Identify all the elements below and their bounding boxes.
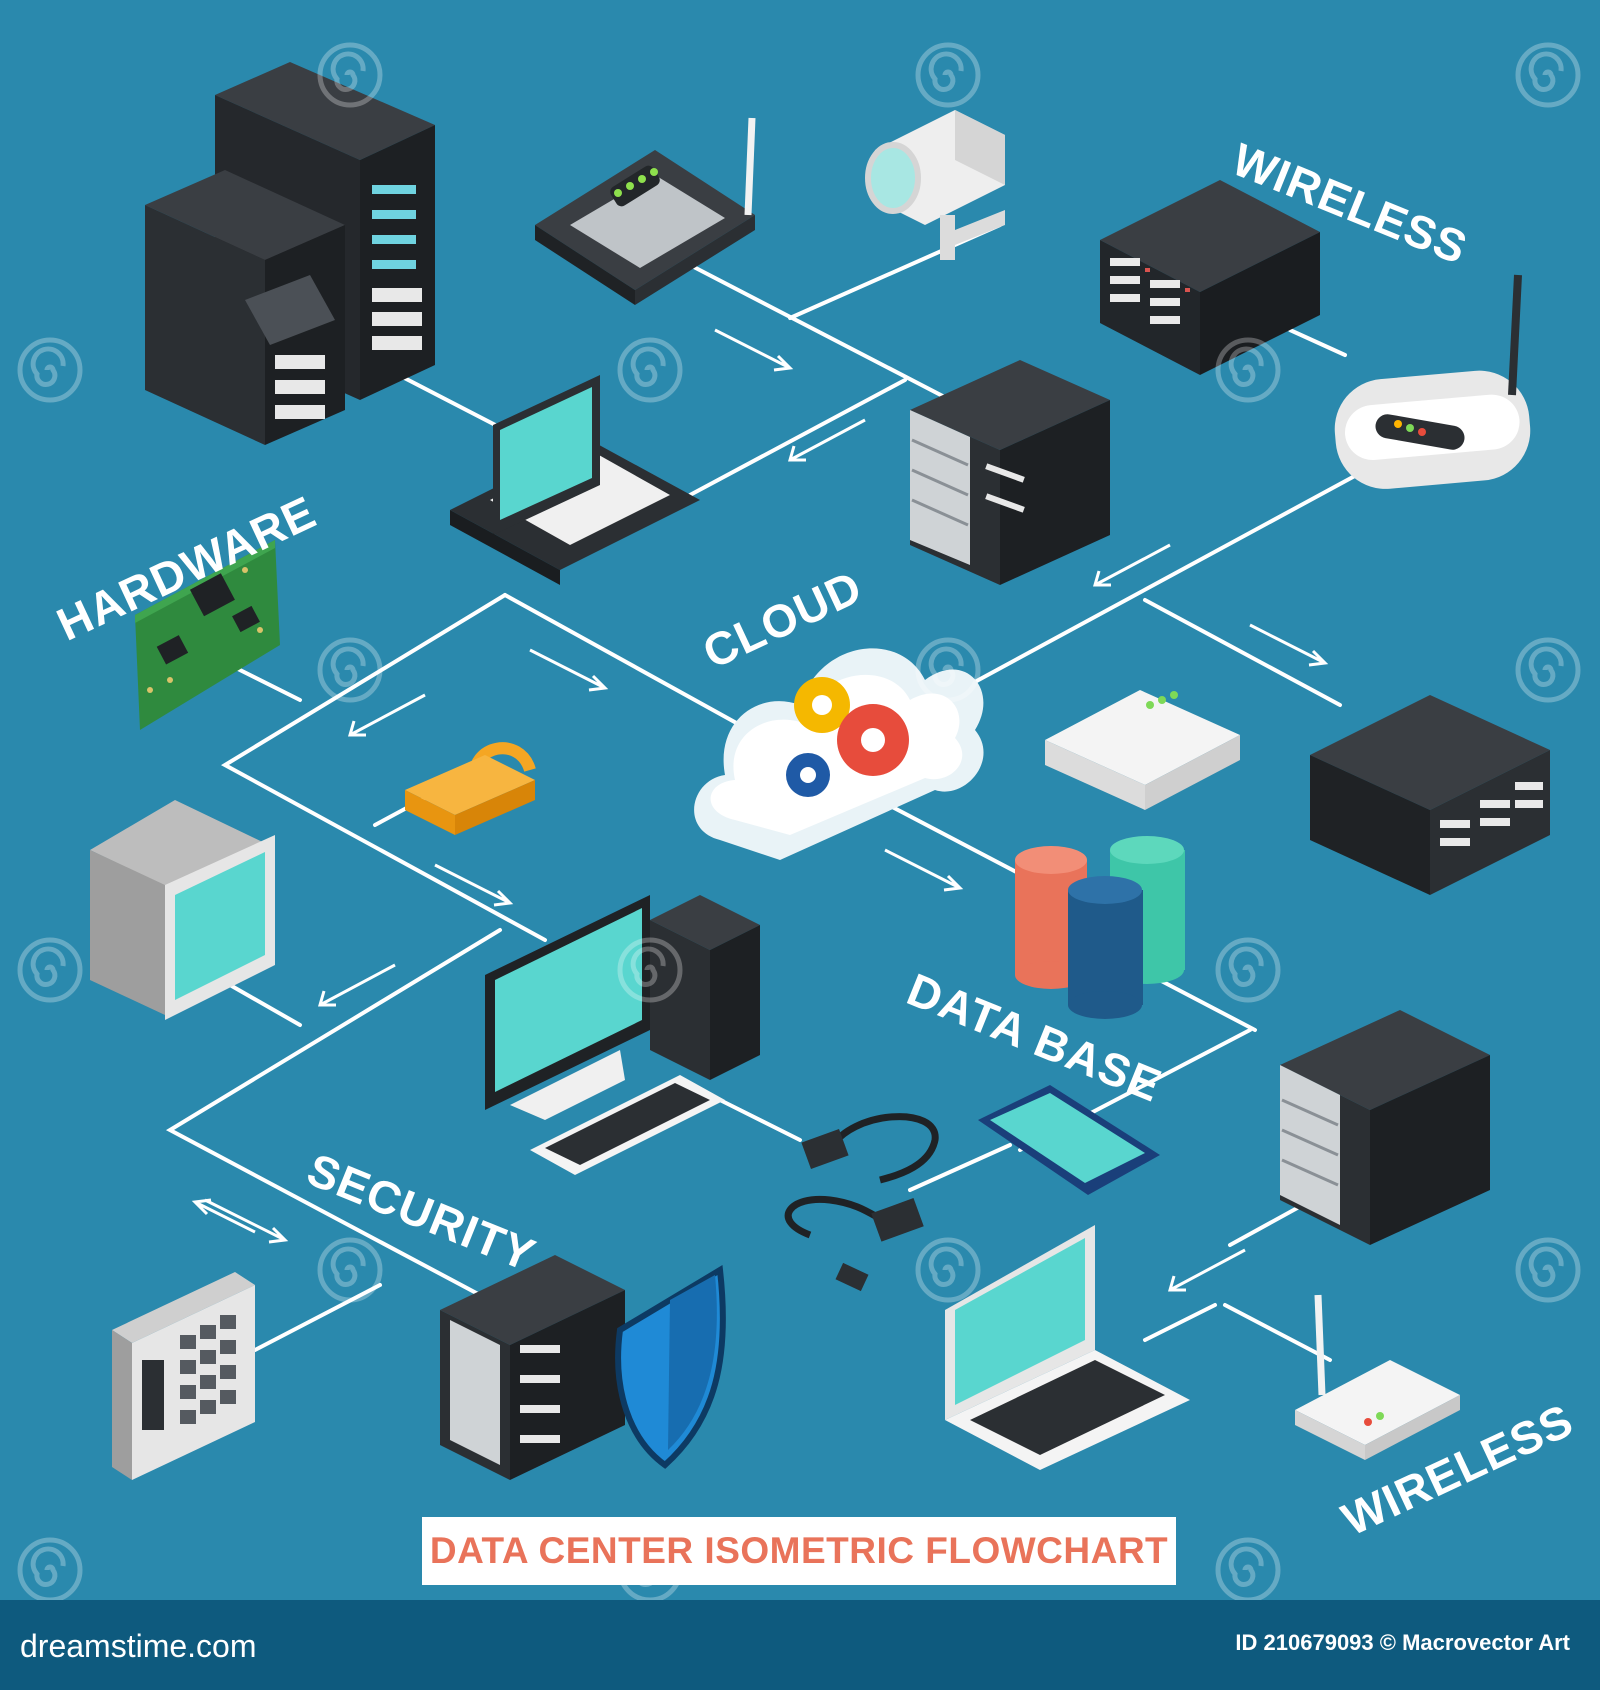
gear-red-icon <box>837 704 909 776</box>
keypad-icon <box>112 1272 255 1480</box>
page-title: DATA CENTER ISOMETRIC FLOWCHART <box>429 1530 1169 1571</box>
wireless-router-icon <box>1334 274 1531 489</box>
server-shield-icon <box>440 1255 726 1480</box>
usb-cable-icon <box>784 1113 939 1292</box>
flowchart-scene <box>0 0 1600 1600</box>
footer-bar: dreamstime.com ID 210679093 © Macrovecto… <box>0 1600 1600 1690</box>
cloud-gears-icon <box>694 648 984 860</box>
modem-icon <box>1045 690 1240 810</box>
network-switch-icon <box>1310 695 1550 895</box>
footer-credit: ID 210679093 © Macrovector Art <box>1235 1630 1570 1655</box>
desktop-computer-icon <box>485 895 760 1175</box>
router-icon <box>535 117 756 305</box>
gear-yellow-icon <box>794 677 850 733</box>
crt-monitor-icon <box>90 800 275 1020</box>
network-switch-icon <box>1100 180 1320 375</box>
laptop-icon <box>945 1225 1190 1470</box>
wireless-router-icon <box>1295 1294 1460 1460</box>
smartphone-icon <box>978 1085 1160 1195</box>
database-icon <box>1015 836 1185 1019</box>
security-camera-icon <box>865 110 1005 260</box>
padlock-icon <box>405 742 536 835</box>
footer-site: dreamstime.com <box>20 1628 257 1664</box>
server-cabinet-icon <box>910 360 1110 585</box>
title-banner: DATA CENTER ISOMETRIC FLOWCHART <box>422 1517 1176 1585</box>
server-rack-icon <box>145 62 435 445</box>
gear-blue-icon <box>786 753 830 797</box>
flow-arrows <box>191 328 1329 1292</box>
circuit-board-icon <box>135 540 280 730</box>
laptop-icon <box>450 375 700 585</box>
server-cabinet-icon <box>1280 1010 1490 1245</box>
